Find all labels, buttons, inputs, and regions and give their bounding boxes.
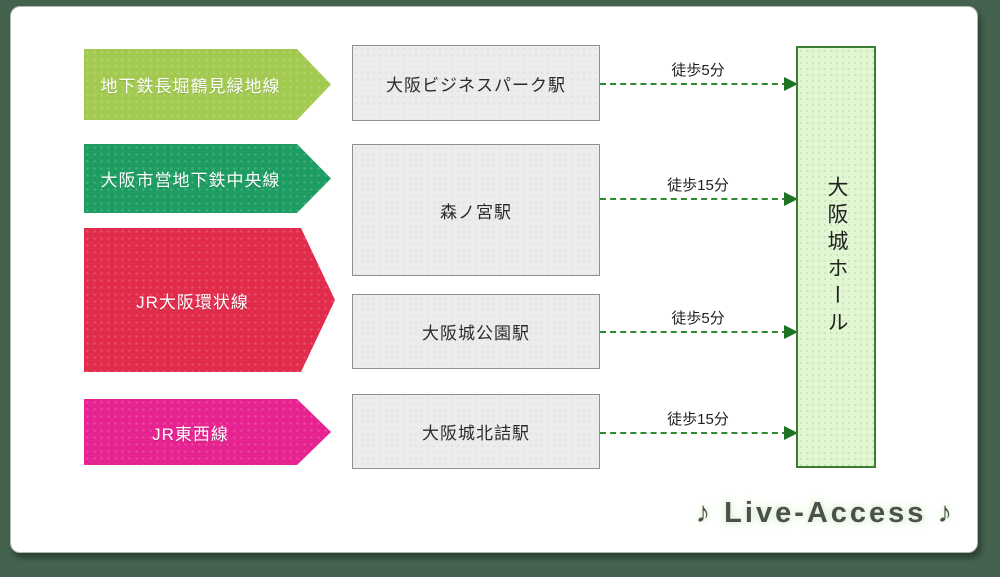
watermark-live-access: ♪ Live-Access ♪ (695, 497, 955, 529)
dashed-line (600, 198, 788, 200)
dashed-line (600, 83, 788, 85)
station-box-morinomiya: 森ノ宮駅 (352, 144, 600, 276)
walk-time-label: 徒歩5分 (671, 310, 725, 327)
walk-time-label: 徒歩15分 (667, 411, 729, 428)
station-box-osakajo-koen: 大阪城公園駅 (352, 294, 600, 369)
station-label: 大阪ビジネスパーク駅 (386, 75, 566, 95)
arrowhead-icon (784, 426, 798, 440)
arrowhead-icon (784, 325, 798, 339)
line-badge-chuo-line: 大阪市営地下鉄中央線 (84, 144, 331, 213)
line-badge-nagahori-tsurumiryokuchi: 地下鉄長堀鶴見緑地線 (84, 49, 331, 120)
line-label: JR東西線 (152, 424, 229, 444)
walk-connector-3: 徒歩5分 (600, 309, 798, 343)
line-label: 大阪市営地下鉄中央線 (100, 171, 281, 190)
walk-time-label: 徒歩5分 (671, 62, 725, 79)
station-label: 大阪城北詰駅 (422, 424, 530, 443)
station-label: 森ノ宮駅 (440, 202, 512, 222)
line-badge-jr-osaka-loop: JR大阪環状線 (84, 228, 335, 372)
dashed-arrow (600, 426, 798, 444)
walk-connector-2: 徒歩15分 (600, 176, 798, 210)
station-box-osaka-business-park: 大阪ビジネスパーク駅 (352, 45, 600, 121)
line-badge-jr-tozai: JR東西線 (84, 399, 331, 465)
dashed-arrow (600, 192, 798, 210)
dashed-arrow (600, 77, 798, 95)
dashed-line (600, 432, 788, 434)
walk-connector-4: 徒歩15分 (600, 410, 798, 444)
destination-box-osaka-jo-hall: 大阪城ホール (796, 46, 876, 468)
line-label: JR大阪環状線 (136, 292, 249, 312)
station-box-osakajo-kitazume: 大阪城北詰駅 (352, 394, 600, 469)
dashed-line (600, 331, 788, 333)
walk-time-label: 徒歩15分 (667, 177, 729, 194)
arrowhead-icon (784, 77, 798, 91)
arrowhead-icon (784, 192, 798, 206)
destination-label: 大阪城ホール (825, 176, 848, 338)
station-label: 大阪城公園駅 (422, 324, 530, 343)
access-diagram-card: 地下鉄長堀鶴見緑地線 大阪市営地下鉄中央線 JR大阪環状線 JR東西線 大阪ビジ… (10, 6, 978, 553)
dashed-arrow (600, 325, 798, 343)
walk-connector-1: 徒歩5分 (600, 61, 798, 95)
line-label: 地下鉄長堀鶴見緑地線 (100, 77, 281, 96)
